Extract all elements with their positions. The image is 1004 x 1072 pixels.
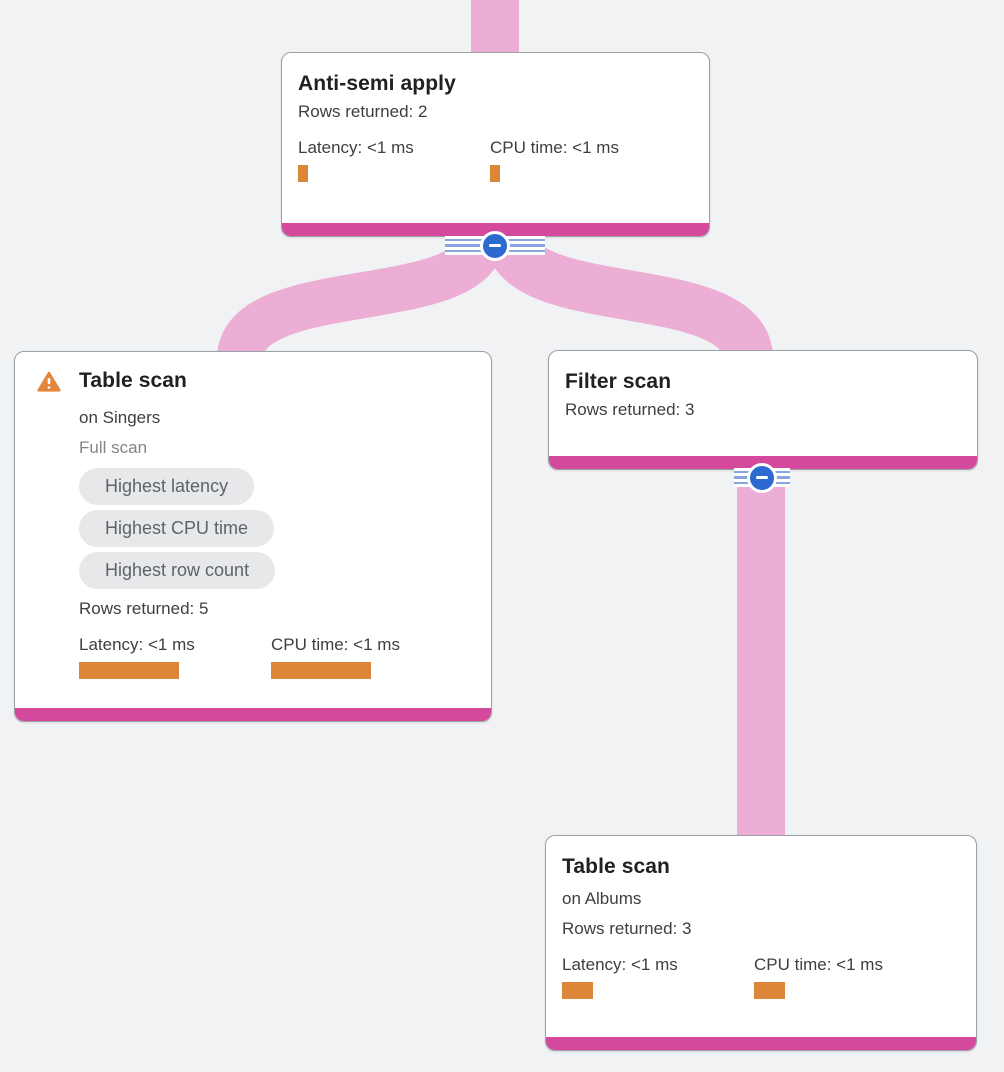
cpu-time-bar (490, 165, 500, 182)
node-accent-bar (282, 223, 709, 236)
node-anti-semi-apply[interactable]: Anti-semi apply Rows returned: 2 Latency… (281, 52, 710, 237)
cpu-time-bar (271, 662, 371, 679)
collapse-button-filter-scan[interactable] (734, 462, 790, 493)
badge-highest-cpu-time: Highest CPU time (79, 510, 275, 547)
minus-icon (480, 230, 510, 261)
warning-icon (37, 371, 61, 397)
node-title: Table scan (79, 369, 187, 392)
node-subtitle: on Albums (562, 889, 642, 908)
latency-label: Latency: <1 ms (298, 138, 414, 157)
rows-returned: Rows returned: 5 (79, 599, 209, 618)
cpu-time-label: CPU time: <1 ms (754, 955, 883, 974)
badge-highest-row-count: Highest row count (79, 552, 276, 589)
cpu-time-label: CPU time: <1 ms (490, 138, 619, 157)
node-title: Table scan (562, 855, 670, 878)
node-subtitle: on Singers (79, 408, 161, 427)
cpu-time-label: CPU time: <1 ms (271, 635, 400, 654)
cpu-time-bar (754, 982, 785, 999)
node-table-scan-albums[interactable]: Table scan on Albums Rows returned: 3 La… (545, 835, 977, 1051)
node-accent-bar (15, 708, 491, 721)
edge-anti-semi-apply-to-table-scan-singers (217, 233, 505, 363)
collapse-button-anti-semi-apply[interactable] (445, 230, 545, 261)
minus-icon (747, 462, 777, 493)
latency-bar (562, 982, 593, 999)
edge-anti-semi-apply-to-filter-scan (485, 232, 773, 363)
latency-bar (298, 165, 308, 182)
node-accent-bar (546, 1037, 976, 1050)
rows-returned: Rows returned: 2 (298, 102, 428, 121)
latency-bar (79, 662, 179, 679)
node-table-scan-singers[interactable]: Table scan on Singers Full scan Highest … (14, 351, 492, 722)
latency-label: Latency: <1 ms (562, 955, 678, 974)
rows-returned: Rows returned: 3 (562, 919, 692, 938)
latency-label: Latency: <1 ms (79, 635, 195, 654)
rows-returned: Rows returned: 3 (565, 400, 695, 419)
node-filter-scan[interactable]: Filter scan Rows returned: 3 (548, 350, 978, 470)
badge-highest-latency: Highest latency (79, 468, 255, 505)
node-title: Filter scan (565, 370, 672, 393)
node-title: Anti-semi apply (298, 72, 456, 95)
scan-type-label: Full scan (79, 438, 148, 457)
